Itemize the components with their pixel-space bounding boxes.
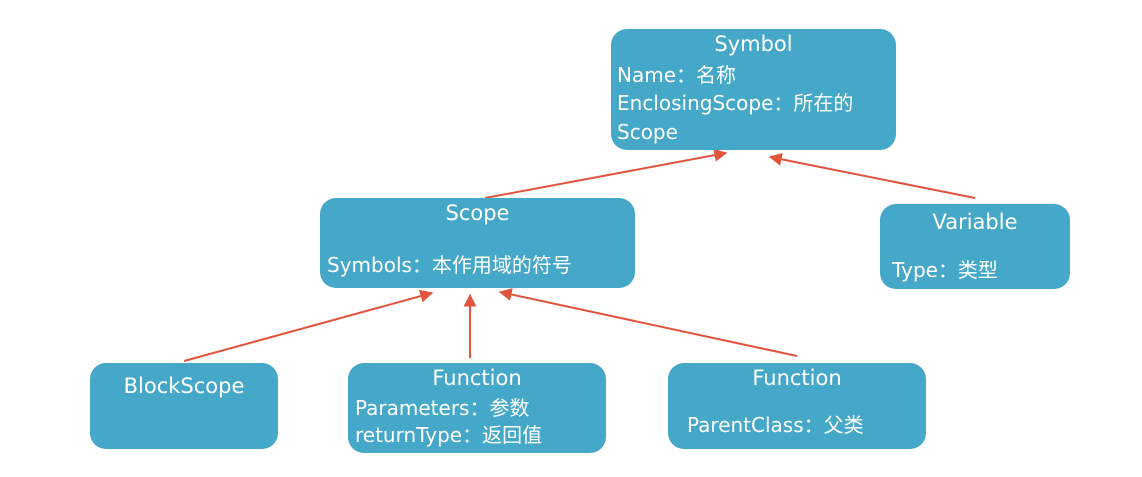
node-field-enclosing-scope: EnclosingScope：所在的 xyxy=(617,91,854,115)
node-title: Variable xyxy=(932,210,1018,234)
node-title: BlockScope xyxy=(123,374,245,398)
node-variable: Variable Type：类型 xyxy=(880,204,1070,289)
node-title: Symbol xyxy=(714,32,793,56)
node-field-symbols: Symbols：本作用域的符号 xyxy=(327,253,572,277)
node-field-name: Name：名称 xyxy=(617,63,737,87)
edge-variable-to-symbol xyxy=(768,152,976,199)
node-field-enclosing-scope-cont: Scope xyxy=(617,120,678,144)
node-symbol: Symbol Name：名称 EnclosingScope：所在的 Scope xyxy=(611,29,896,150)
node-title: Function xyxy=(752,366,842,390)
node-field-parent-class: ParentClass：父类 xyxy=(687,413,864,437)
node-title: Function xyxy=(432,366,522,390)
node-function-params: Function Parameters：参数 returnType：返回值 xyxy=(348,363,606,453)
node-field-parameters: Parameters：参数 xyxy=(355,396,530,420)
node-field-type: Type：类型 xyxy=(892,258,998,282)
node-title: Scope xyxy=(445,201,510,225)
edge-scope-to-symbol xyxy=(484,148,728,199)
node-function-parent-class: Function ParentClass：父类 xyxy=(668,363,926,449)
edge-function2-to-scope xyxy=(498,288,798,357)
node-field-return-type: returnType：返回值 xyxy=(355,423,543,447)
edge-blockscope-to-scope xyxy=(183,289,434,362)
node-blockscope: BlockScope xyxy=(90,363,278,449)
node-scope: Scope Symbols：本作用域的符号 xyxy=(320,198,635,288)
